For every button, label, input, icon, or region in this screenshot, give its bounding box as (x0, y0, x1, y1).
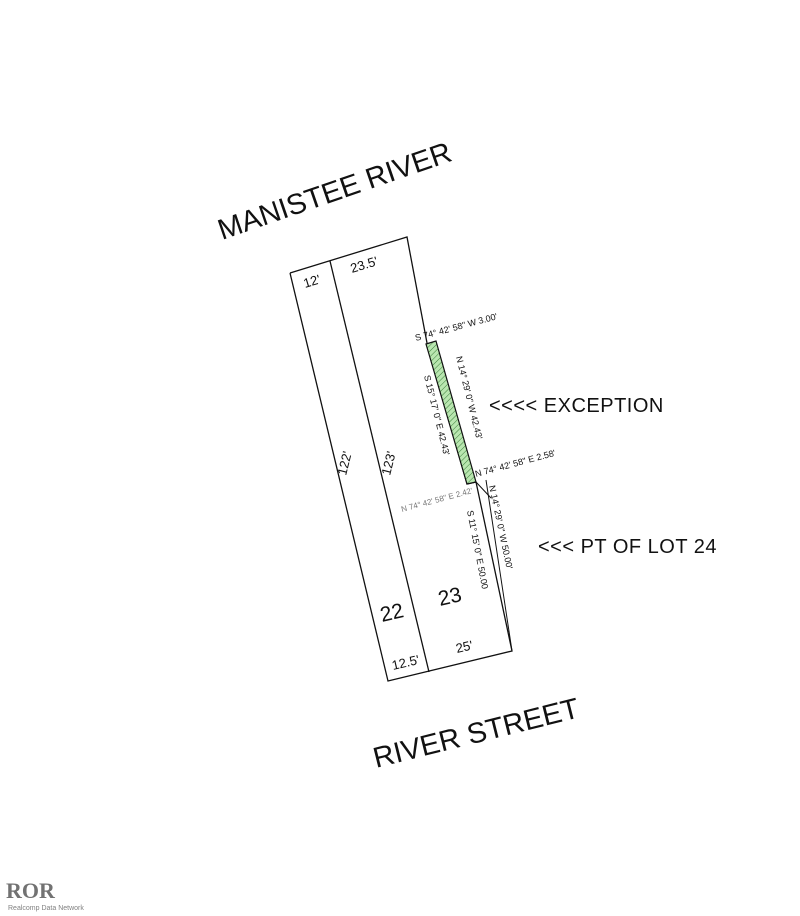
bearing-lot24-left: S 11° 15' 0" E 50.00 (465, 509, 490, 589)
lot24-east-line (485, 479, 513, 652)
dim-lot22-north: 12' (301, 272, 322, 291)
road-label-north: MANISTEE RIVER (214, 137, 456, 247)
bearing-exception-top: S 74° 42' 58" W 3.00' (414, 311, 499, 343)
dim-lot22-south: 12.5' (390, 652, 420, 673)
callout-lot24: <<< PT OF LOT 24 (538, 536, 717, 558)
exception-area (425, 340, 477, 485)
watermark-logo: ROR Realcomp Data Network (6, 878, 84, 912)
dim-lot23-north: 23.5' (348, 253, 379, 275)
lot-divider-22-23 (329, 260, 430, 673)
dim-lot22-depth: 122' (334, 450, 354, 477)
lot-number-23: 23 (436, 583, 464, 611)
bearing-lot24-right: N 14° 29' 0" W 50.00' (487, 484, 515, 570)
callout-exception: <<<< EXCEPTION (489, 395, 664, 417)
watermark-tagline: Realcomp Data Network (8, 905, 84, 912)
dim-lot23-south: 25' (454, 637, 474, 655)
dim-lot23-depth: 123' (378, 450, 398, 477)
bearing-lot24-top: N 74° 42' 58" E 2.42' (400, 486, 474, 514)
watermark-logo-mark: ROR (6, 878, 56, 903)
bearing-exception-bottom: N 74° 42' 58" E 2.58' (474, 448, 557, 479)
road-label-south: RIVER STREET (370, 693, 583, 775)
lot-number-22: 22 (378, 599, 406, 627)
